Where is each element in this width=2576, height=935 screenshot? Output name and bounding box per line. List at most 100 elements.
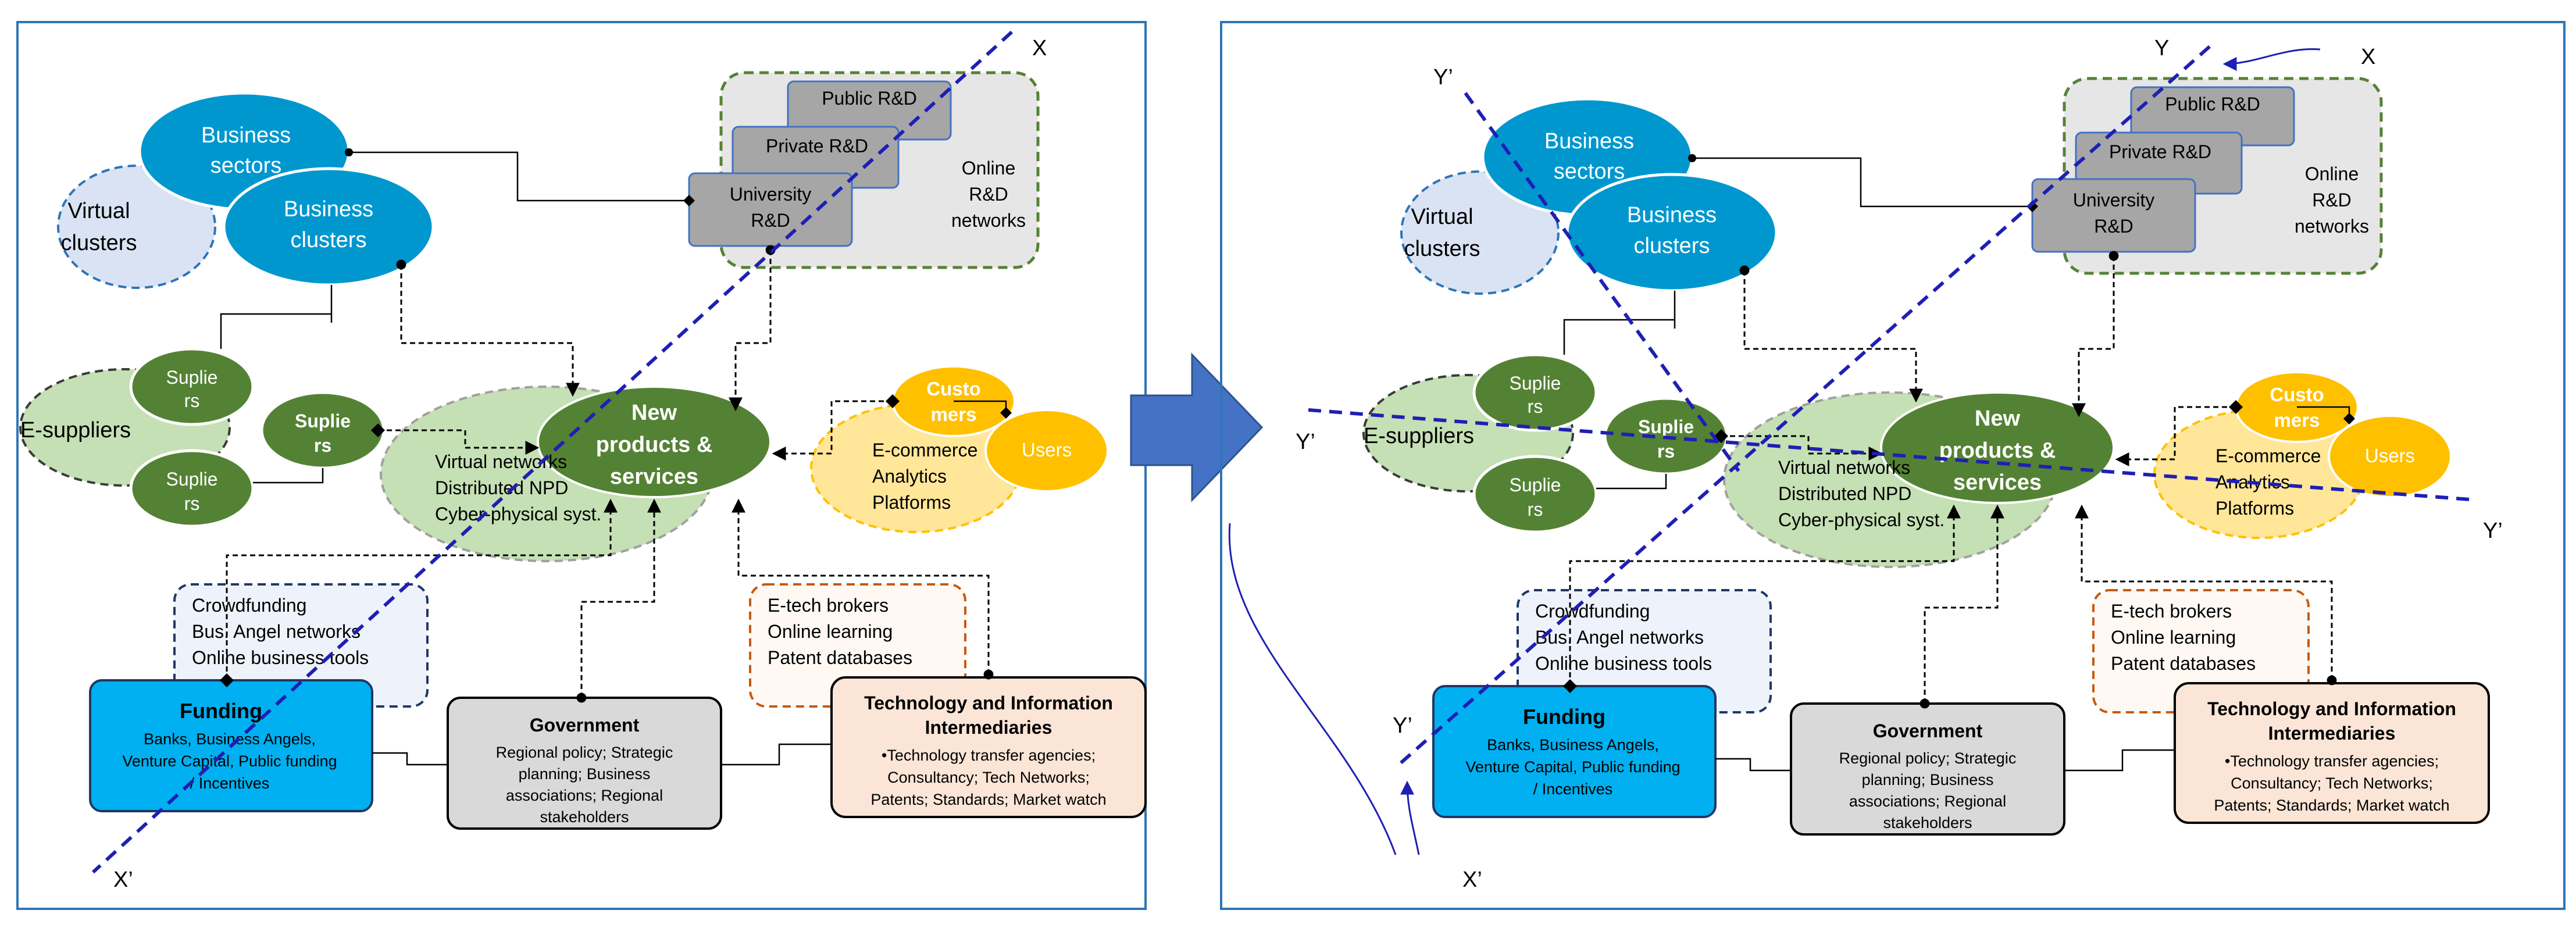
customers-label-2: mers: [931, 404, 977, 425]
right-panel: Public R&D Private R&D University R&D On…: [1220, 21, 2566, 910]
r-business-clusters-label-1: Business: [1627, 203, 1717, 227]
private-rd-label: Private R&D: [766, 135, 868, 156]
etech-line-3: Patent databases: [768, 647, 912, 668]
r-new-products-label-1: New: [1975, 406, 2021, 431]
supplier-1-label-2: rs: [184, 390, 200, 411]
ecommerce-line-1: E-commerce: [872, 440, 977, 461]
supplier-3-label-1: Suplie: [295, 411, 351, 431]
r-online-networks-label: networks: [2295, 216, 2369, 237]
r-business-sectors-label-1: Business: [1544, 129, 1634, 154]
r-virtual-networks-line-1: Virtual networks: [1778, 457, 1910, 478]
r-government-line-1: Regional policy; Strategic: [1839, 750, 2017, 767]
r-axis-y-prime-right-label: Y’: [2483, 519, 2503, 543]
r-business-sectors-label-2: sectors: [1554, 159, 1625, 184]
r-university-rd-label: R&D: [2094, 216, 2133, 237]
virtual-clusters-label-2: clusters: [61, 231, 137, 255]
rotation-curve-bottom: [1228, 523, 1397, 855]
r-online-label: Online: [2305, 163, 2359, 184]
r-axis-x-prime-label: X’: [1462, 868, 1482, 892]
university-rd-label: R&D: [751, 210, 790, 231]
r-supplier-1-label-1: Suplie: [1510, 373, 1561, 394]
r-etech-line-1: E-tech brokers: [2111, 601, 2232, 622]
r-customers-label-2: mers: [2274, 409, 2320, 431]
online-networks-label: networks: [951, 210, 1026, 231]
axis-y-prime-diagonal-line: [1464, 92, 1740, 472]
etech-line-2: Online learning: [768, 621, 893, 642]
r-business-clusters-label-2: clusters: [1634, 234, 1710, 258]
business-clusters-label-1: Business: [284, 197, 373, 222]
r-supplier-2-label-2: rs: [1528, 499, 1543, 520]
funding-title: Funding: [180, 699, 262, 723]
r-virtual-networks-line-3: Cyber-physical syst.: [1778, 509, 1945, 530]
r-funding-line-1: Banks, Business Angels,: [1487, 736, 1659, 754]
crowdfunding-line-3: Online business tools: [192, 647, 369, 668]
r-axis-y-prime-top-label: Y’: [1433, 65, 1453, 90]
axis-y-prime-horizontal-line: [1308, 408, 2478, 502]
virtual-networks-line-1: Virtual networks: [435, 451, 567, 472]
virtual-clusters-label-1: Virtual: [67, 199, 130, 223]
r-customers-label-1: Custo: [2270, 384, 2324, 405]
r-virtual-clusters-label-1: Virtual: [1411, 205, 1473, 229]
university-label: University: [730, 184, 811, 205]
customers-label-1: Custo: [926, 378, 981, 399]
government-line-4: stakeholders: [540, 808, 629, 826]
r-government-title: Government: [1873, 720, 1983, 741]
r-crowdfunding-line-1: Crowdfunding: [1535, 601, 1650, 622]
r-technology-title-1: Technology and Information: [2207, 698, 2456, 719]
r-new-products-label-3: services: [1953, 470, 2042, 495]
r-technology-title-2: Intermediaries: [2268, 723, 2396, 744]
technology-line-2: Consultancy; Tech Networks;: [887, 769, 1090, 786]
government-line-2: planning; Business: [519, 765, 651, 783]
technology-title-2: Intermediaries: [925, 717, 1052, 738]
virtual-networks-line-2: Distributed NPD: [435, 477, 568, 498]
r-axis-y-prime-bottom-label: Y’: [1393, 713, 1412, 738]
r-crowdfunding-line-2: Bus. Angel networks: [1535, 627, 1704, 648]
technology-title-1: Technology and Information: [864, 693, 1113, 713]
online-rd-label: R&D: [969, 184, 1008, 205]
left-panel: Public R&D Private R&D University R&D On…: [16, 21, 1146, 910]
new-products-label-1: New: [631, 401, 677, 425]
r-government-line-2: planning; Business: [1862, 771, 1994, 788]
r-technology-line-2: Consultancy; Tech Networks;: [2231, 775, 2433, 792]
r-technology-line-1: •Technology transfer agencies;: [2225, 752, 2439, 770]
r-ecommerce-line-3: Platforms: [2215, 498, 2294, 519]
government-title: Government: [530, 715, 640, 736]
r-private-rd-label: Private R&D: [2109, 141, 2211, 162]
government-line-3: associations; Regional: [506, 787, 663, 804]
r-etech-line-3: Patent databases: [2111, 653, 2256, 674]
r-supplier-3-label-1: Suplie: [1638, 416, 1694, 437]
ecommerce-line-3: Platforms: [872, 492, 951, 513]
r-axis-y-label: Y: [2154, 36, 2169, 60]
government-line-1: Regional policy; Strategic: [496, 744, 673, 761]
technology-line-1: •Technology transfer agencies;: [882, 747, 1096, 764]
public-rd-label: Public R&D: [822, 88, 917, 109]
r-funding-line-2: Venture Capital, Public funding: [1465, 758, 1680, 776]
crowdfunding-line-1: Crowdfunding: [192, 595, 306, 616]
supplier-3-label-2: rs: [314, 435, 331, 456]
r-government-line-3: associations; Regional: [1849, 793, 2006, 810]
axis-x-line: [91, 30, 1014, 874]
right-panel-frame: [1220, 21, 2566, 910]
funding-line-1: Banks, Business Angels,: [144, 730, 316, 748]
supplier-1-label-1: Suplie: [166, 367, 218, 388]
new-products-label-3: services: [610, 465, 698, 489]
r-supplier-1-label-2: rs: [1528, 396, 1543, 417]
business-clusters-label-2: clusters: [291, 228, 367, 252]
etech-line-1: E-tech brokers: [768, 595, 889, 616]
r-funding-line-3: / Incentives: [1533, 780, 1613, 798]
r-virtual-networks-line-2: Distributed NPD: [1778, 483, 1911, 504]
r-university-label: University: [2073, 190, 2154, 210]
axis-y-line: [1394, 45, 2211, 769]
axis-x-label: X: [1032, 36, 1047, 60]
r-supplier-2-label-1: Suplie: [1510, 474, 1561, 495]
r-e-suppliers-label: E-suppliers: [1364, 424, 1474, 448]
new-products-label-2: products &: [596, 433, 713, 457]
technology-line-3: Patents; Standards; Market watch: [870, 791, 1106, 808]
funding-line-2: Venture Capital, Public funding: [122, 752, 337, 770]
business-sectors-label-1: Business: [201, 123, 291, 148]
funding-line-3: / Incentives: [190, 775, 270, 792]
r-crowdfunding-line-3: Online business tools: [1535, 653, 1712, 674]
rotation-arrow-bottom: [1400, 780, 1420, 855]
supplier-2-label-2: rs: [184, 493, 200, 514]
